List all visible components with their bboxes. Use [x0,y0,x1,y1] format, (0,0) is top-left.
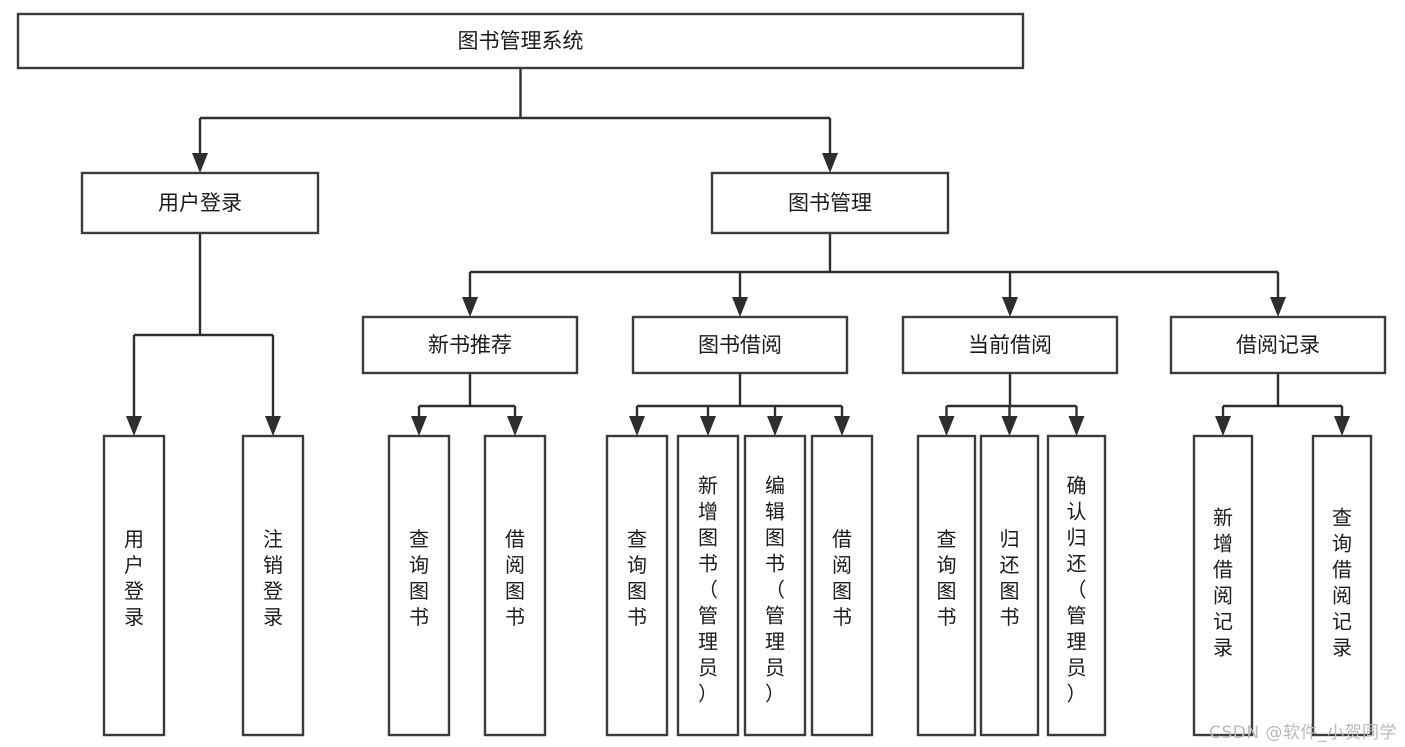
node-leaf-return-book[interactable]: 归还图书 [979,434,1040,737]
edges-layer [126,68,1350,436]
node-label-leaf-logout: 注销登录 [263,526,283,628]
edge-group-user-login [126,233,281,436]
edge-group-root [192,68,838,173]
node-label-leaf-add-book: 新增图书（管理员） [698,473,718,705]
node-borrow-record[interactable]: 借阅记录 [1169,315,1387,375]
node-label-root: 图书管理系统 [458,29,584,53]
node-label-leaf-query-book-borrow: 查询图书 [627,526,647,628]
node-label-leaf-borrow-book: 借阅图书 [832,526,852,628]
node-label-leaf-return-book: 归还图书 [1000,526,1020,628]
node-box-root [16,12,1025,70]
node-box-leaf-confirm-return [1046,434,1107,737]
node-leaf-borrow-book-rec[interactable]: 借阅图书 [483,434,547,737]
node-box-leaf-add-record [1192,434,1254,737]
node-label-leaf-query-book-cur: 查询图书 [937,526,957,628]
node-label-leaf-borrow-book-rec: 借阅图书 [505,526,525,628]
node-leaf-add-record[interactable]: 新增借阅记录 [1192,434,1254,737]
node-label-borrow-record: 借阅记录 [1236,333,1320,357]
node-box-leaf-user-login [102,434,166,737]
node-leaf-edit-book[interactable]: 编辑图书（管理员） [743,434,807,737]
node-box-leaf-query-record [1311,434,1373,737]
node-leaf-query-record[interactable]: 查询借阅记录 [1311,434,1373,737]
edge-group-borrow-record [1215,373,1350,436]
node-box-new-book-rec [361,315,579,375]
node-box-leaf-logout [241,434,305,737]
node-leaf-user-login[interactable]: 用户登录 [102,434,166,737]
node-user-login[interactable]: 用户登录 [80,171,320,235]
node-current-borrow[interactable]: 当前借阅 [901,315,1119,375]
node-box-leaf-borrow-book [810,434,874,737]
edge-group-book-manage [462,233,1286,317]
node-label-leaf-confirm-return: 确认归还（管理员） [1067,473,1087,705]
node-label-leaf-edit-book: 编辑图书（管理员） [765,473,785,705]
node-box-leaf-query-book-borrow [605,434,669,737]
node-box-leaf-return-book [979,434,1040,737]
node-leaf-query-book-borrow[interactable]: 查询图书 [605,434,669,737]
node-leaf-query-book-rec[interactable]: 查询图书 [387,434,451,737]
node-box-leaf-edit-book [743,434,807,737]
node-leaf-confirm-return[interactable]: 确认归还（管理员） [1046,434,1107,737]
node-label-book-manage: 图书管理 [788,191,872,215]
node-leaf-add-book[interactable]: 新增图书（管理员） [676,434,740,737]
node-label-leaf-user-login: 用户登录 [124,526,144,628]
node-box-leaf-borrow-book-rec [483,434,547,737]
node-label-current-borrow: 当前借阅 [968,333,1052,357]
node-leaf-query-book-cur[interactable]: 查询图书 [916,434,977,737]
node-box-book-borrow [631,315,849,375]
node-book-borrow[interactable]: 图书借阅 [631,315,849,375]
node-label-leaf-add-record: 新增借阅记录 [1213,505,1233,659]
node-box-leaf-add-book [676,434,740,737]
node-label-book-borrow: 图书借阅 [698,333,782,357]
node-new-book-rec[interactable]: 新书推荐 [361,315,579,375]
node-box-book-manage [710,171,950,235]
edge-group-book-borrow [629,373,850,436]
node-root[interactable]: 图书管理系统 [16,12,1025,70]
node-label-leaf-query-book-rec: 查询图书 [409,526,429,628]
node-label-new-book-rec: 新书推荐 [428,333,512,357]
node-leaf-borrow-book[interactable]: 借阅图书 [810,434,874,737]
node-label-leaf-query-record: 查询借阅记录 [1332,505,1352,659]
edge-group-new-book-rec [411,373,523,436]
node-book-manage[interactable]: 图书管理 [710,171,950,235]
node-box-leaf-query-book-rec [387,434,451,737]
node-box-current-borrow [901,315,1119,375]
nodes-layer: 图书管理系统用户登录图书管理新书推荐图书借阅当前借阅借阅记录用户登录注销登录查询… [16,12,1387,737]
node-leaf-logout[interactable]: 注销登录 [241,434,305,737]
node-label-user-login: 用户登录 [158,191,242,215]
node-box-borrow-record [1169,315,1387,375]
node-box-user-login [80,171,320,235]
edge-group-current-borrow [938,373,1085,436]
node-box-leaf-query-book-cur [916,434,977,737]
